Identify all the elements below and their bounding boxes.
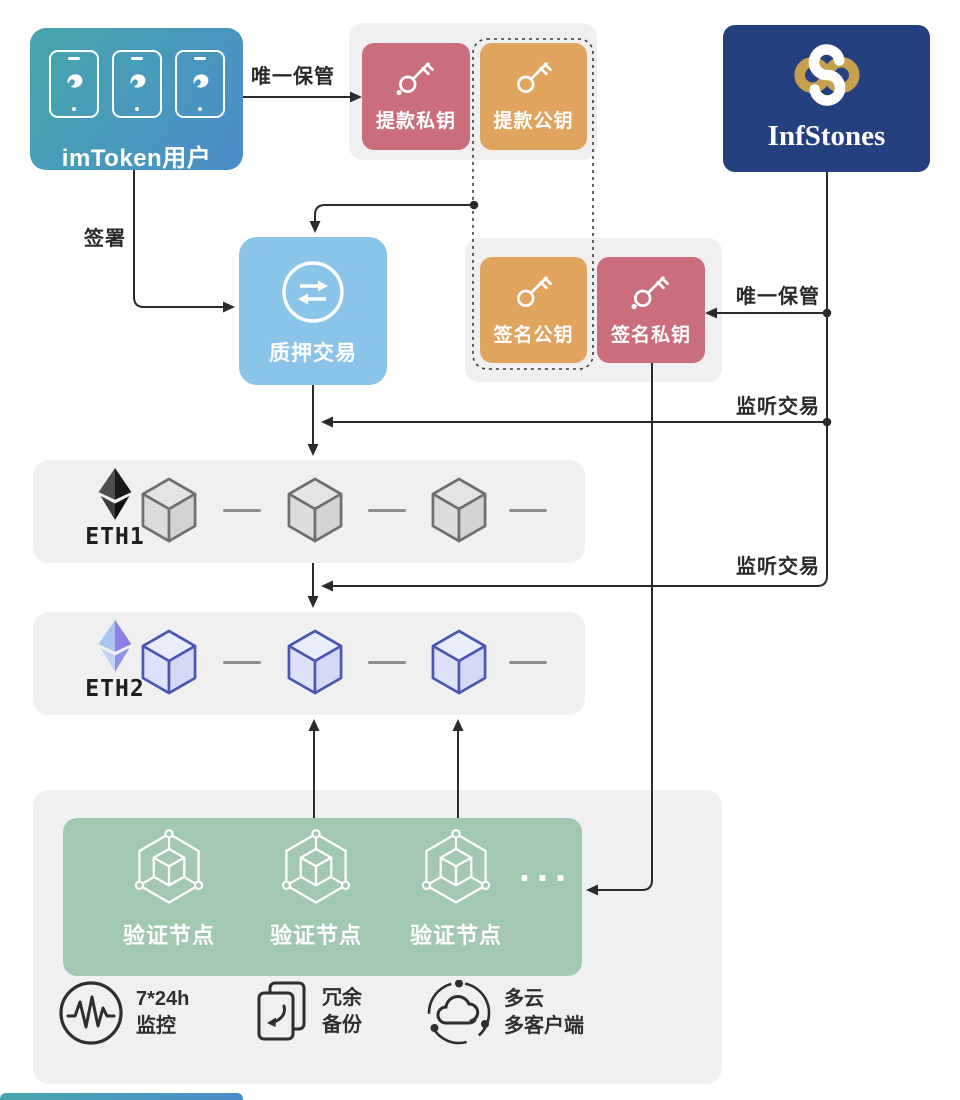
feature-multicloud-line1: 多云: [504, 988, 544, 1010]
imtoken-logo-icon: [67, 74, 82, 88]
block-cube: [431, 477, 487, 543]
phone-icon: [174, 50, 225, 118]
infstones-box: InfStones: [723, 25, 930, 172]
sign-public-key-label: 签名公钥: [493, 325, 574, 346]
imtoken-logo-icon: [130, 74, 145, 88]
imtoken-users-label: imToken用户: [61, 145, 212, 172]
phone-home-dot: [71, 107, 76, 111]
feature-monitoring: 7*24h 监控: [58, 980, 189, 1046]
phone-speaker: [67, 57, 80, 60]
phone-speaker: [130, 57, 143, 60]
block-cube: [141, 629, 197, 695]
withdraw-public-key-label: 提款公钥: [493, 111, 574, 132]
chain-link-dash: [509, 661, 547, 664]
private-key-icon: [396, 62, 434, 96]
edge-label-sole-custody-left: 唯一保管: [251, 66, 335, 88]
public-key-icon: [516, 276, 552, 308]
backup-icon: [257, 981, 306, 1041]
feature-backup-line2: 备份: [322, 1014, 362, 1036]
validators-box: 验证节点 验证节点 验证节点: [63, 818, 582, 976]
chain-link-dash: [509, 509, 547, 512]
eth2-label: ETH2: [85, 676, 145, 702]
validator-node-label: 验证节点: [122, 923, 215, 948]
phone-icon: [48, 50, 99, 118]
transaction-icon: [282, 261, 344, 323]
validator-node-icon: [421, 829, 491, 904]
eth1-chain-box: ETH1: [33, 460, 585, 563]
validator-node: 验证节点: [114, 829, 224, 950]
chain-link-dash: [223, 509, 261, 512]
chain-link-dash: [368, 509, 406, 512]
block-cube: [141, 477, 197, 543]
sign-private-key-box: 签名私钥: [597, 257, 705, 363]
monitor-icon: [59, 981, 123, 1045]
private-key-icon: [631, 276, 669, 310]
feature-backup-line1: 冗余: [322, 987, 362, 1009]
block-cube: [287, 629, 343, 695]
staking-tx-box: 质押交易: [239, 237, 387, 385]
eth2-chain-box: ETH2: [33, 612, 585, 715]
withdraw-private-key-box: 提款私钥: [362, 43, 470, 150]
validator-node-label: 验证节点: [269, 923, 362, 948]
public-key-icon: [516, 62, 552, 94]
sign-public-key-box: 签名公钥: [480, 257, 587, 363]
edge-label-listen-tx-1: 监听交易: [736, 396, 820, 418]
edge-label-listen-tx-2: 监听交易: [736, 556, 820, 578]
validators-ellipsis: ...: [518, 846, 574, 890]
validator-node: 验证节点: [401, 829, 511, 950]
infstones-label: InfStones: [767, 120, 886, 152]
phone-home-dot: [134, 107, 139, 111]
validator-node-label: 验证节点: [409, 923, 502, 948]
chain-link-dash: [368, 661, 406, 664]
eth1-logo-icon: [98, 467, 132, 521]
feature-backup: 冗余 备份: [254, 980, 362, 1044]
validator-node-icon: [281, 829, 351, 904]
multicloud-icon: [427, 980, 491, 1045]
block-cube: [287, 477, 343, 543]
imtoken-logo-icon: [193, 74, 208, 88]
phone-speaker: [193, 57, 206, 60]
phone-home-dot: [197, 107, 202, 111]
chain-link-dash: [223, 661, 261, 664]
cropped-bottom-box: [0, 1093, 243, 1100]
imtoken-users-box: imToken用户: [30, 28, 243, 172]
withdraw-public-key-box: 提款公钥: [480, 43, 587, 150]
eth2-logo-icon: [98, 619, 132, 673]
eth1-label: ETH1: [85, 524, 145, 550]
phone-icon: [111, 50, 162, 118]
validator-node: 验证节点: [261, 829, 371, 950]
feature-multicloud: 多云 多客户端: [426, 980, 584, 1046]
feature-monitoring-line1: 7*24h: [136, 988, 190, 1010]
validator-node-icon: [134, 829, 204, 904]
infstones-logo-icon: [793, 44, 860, 106]
feature-monitoring-line2: 监控: [136, 1015, 176, 1037]
block-cube: [431, 629, 487, 695]
staking-tx-label: 质押交易: [269, 342, 357, 365]
sign-private-key-label: 签名私钥: [610, 325, 691, 346]
feature-multicloud-line2: 多客户端: [504, 1015, 584, 1037]
edge-label-sign: 签署: [84, 228, 126, 250]
withdraw-private-key-label: 提款私钥: [375, 111, 456, 132]
imtoken-phones: [30, 50, 243, 118]
edge-label-sole-custody-right: 唯一保管: [736, 286, 820, 308]
